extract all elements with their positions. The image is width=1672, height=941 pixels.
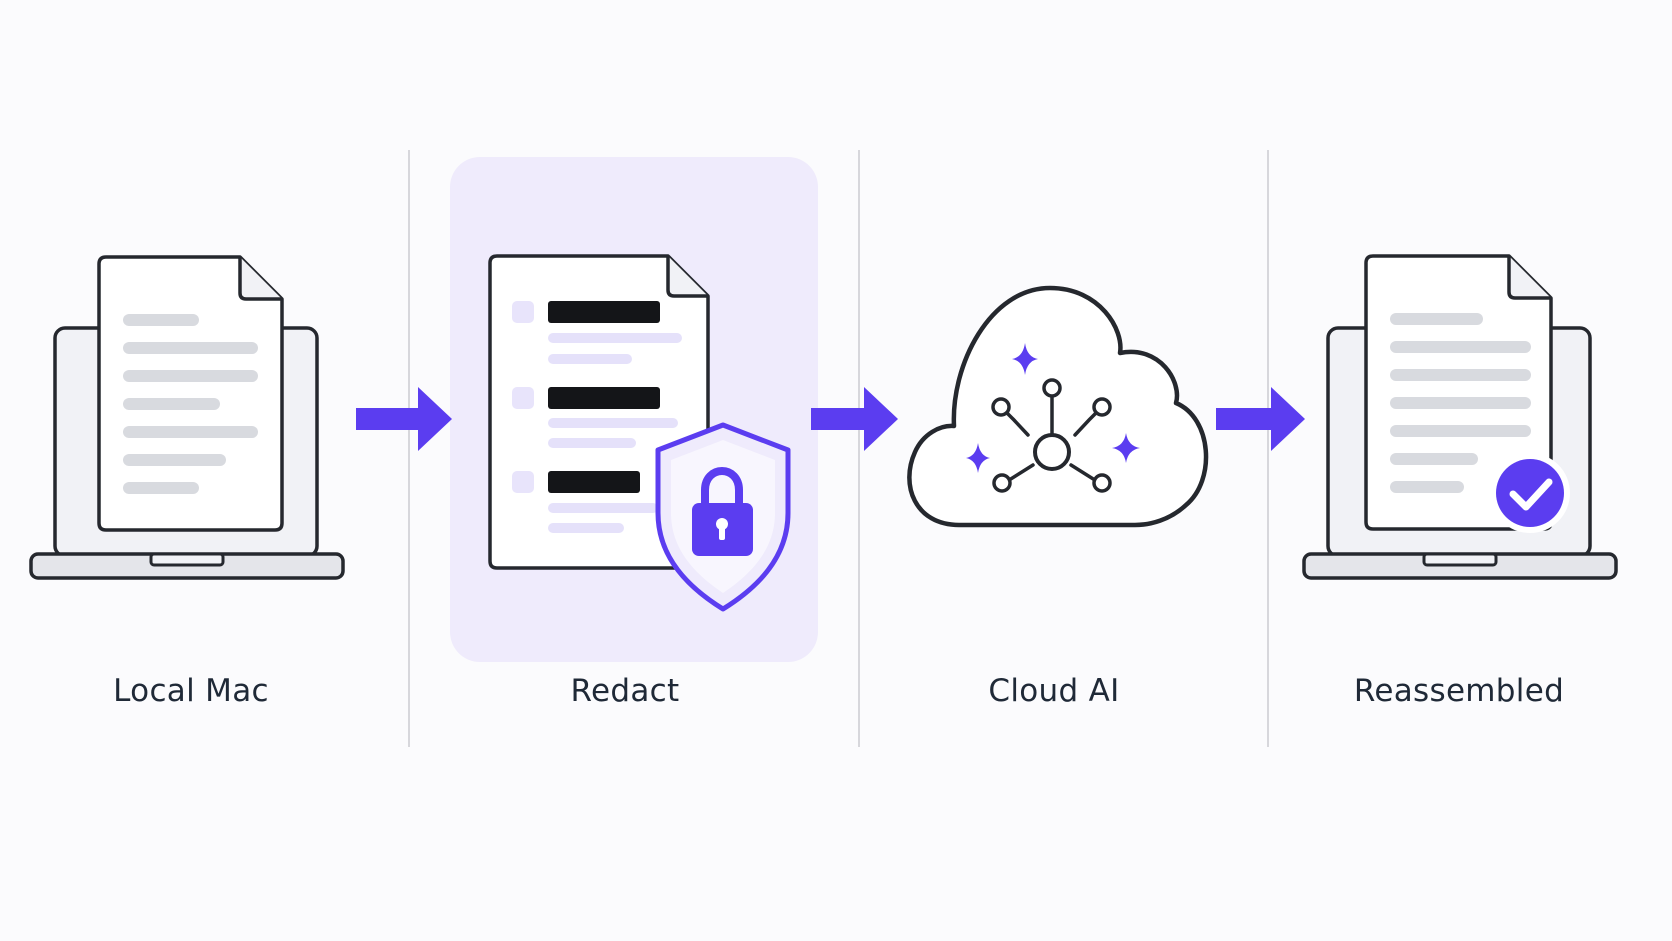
sparkle-icon	[1012, 343, 1038, 375]
checkmark-badge	[1496, 459, 1564, 527]
laptop-trackpad-notch	[1422, 552, 1498, 567]
lock-keyhole-slot	[719, 526, 725, 540]
step-label-cloud-ai: Cloud AI	[988, 673, 1120, 709]
cloud-outline	[907, 285, 1209, 528]
redacted-document-fold	[666, 256, 708, 298]
redacted-line	[548, 418, 678, 428]
redaction-checkbox-2	[512, 387, 534, 409]
redacted-line	[548, 523, 624, 533]
network-hub-node	[1033, 433, 1071, 471]
right-arrow-icon	[811, 387, 898, 451]
network-node	[1092, 473, 1112, 493]
network-node	[991, 397, 1011, 417]
redaction-checkbox-3	[512, 471, 534, 493]
right-arrow-icon	[1216, 387, 1305, 451]
laptop-document-checkmark-icon	[1302, 254, 1618, 580]
cloud-network-sparkle-icon	[907, 285, 1209, 528]
document-page-fold	[238, 257, 282, 301]
redaction-bar-2	[548, 387, 660, 409]
sparkle-icon	[966, 443, 990, 473]
redaction-bar-3	[548, 471, 640, 493]
stage-dividers	[408, 150, 1269, 747]
laptop-trackpad-notch	[149, 552, 225, 567]
checkmark-icon	[1509, 478, 1553, 511]
lock-keyhole	[716, 518, 728, 530]
right-arrow-icon	[356, 387, 452, 451]
redacted-line	[548, 503, 658, 513]
step-label-reassembled: Reassembled	[1353, 673, 1565, 709]
step-label-local-mac: Local Mac	[113, 673, 269, 709]
redaction-checkbox-1	[512, 301, 534, 323]
redacted-line	[548, 438, 636, 448]
redacted-line	[548, 354, 632, 364]
sparkle-icon	[1112, 433, 1140, 463]
redaction-bar-1	[548, 301, 660, 323]
network-node	[1092, 397, 1112, 417]
shield-lock-icon	[655, 422, 791, 612]
laptop-document-icon	[29, 255, 345, 580]
step-label-redact: Redact	[570, 673, 680, 709]
document-page-fold	[1507, 256, 1551, 300]
network-node	[992, 473, 1012, 493]
redacted-document-shield-lock-icon	[488, 254, 791, 612]
network-node	[1042, 378, 1062, 398]
lock-shackle	[701, 466, 743, 509]
document-text-lines	[123, 314, 258, 494]
redacted-line	[548, 333, 682, 343]
document-text-lines	[1390, 313, 1531, 493]
